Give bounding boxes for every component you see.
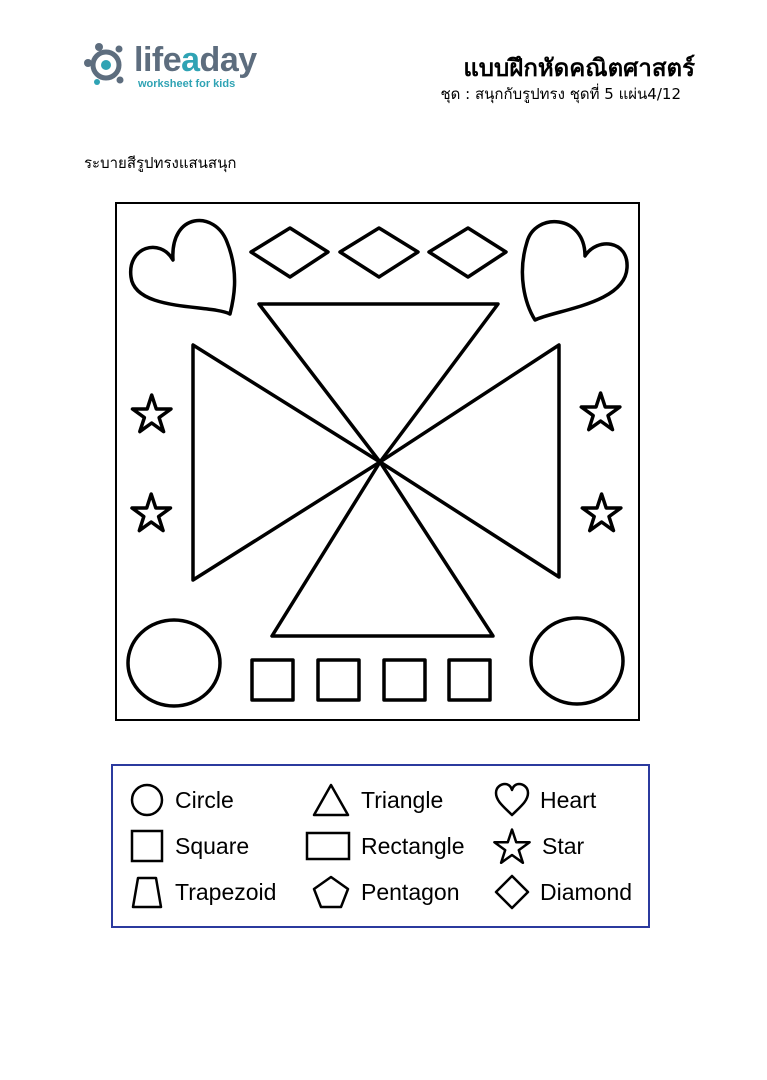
circle-right — [529, 616, 625, 706]
legend-item-trapezoid: Trapezoid — [129, 874, 276, 910]
square-icon — [130, 829, 164, 863]
legend-item-pentagon: Pentagon — [311, 874, 459, 910]
legend-label: Rectangle — [361, 832, 465, 859]
circle-left — [126, 618, 222, 708]
legend-item-heart: Heart — [494, 782, 596, 818]
triangle-right — [378, 343, 561, 579]
legend-label: Circle — [175, 786, 234, 813]
legend-label: Diamond — [540, 878, 633, 905]
instruction-text: ระบายสีรูปทรงแสนสนุก — [84, 154, 237, 172]
page-subtitle: ชุด : สนุกกับรูปทรง ชุดที่ 5 แผ่น4/12 — [440, 85, 681, 103]
triangle-top — [257, 302, 500, 464]
square-1 — [250, 658, 295, 702]
square-4 — [447, 658, 492, 702]
legend-label: Star — [542, 832, 585, 859]
diamond-1 — [249, 226, 330, 279]
triangle-icon — [312, 783, 350, 817]
legend-item-rectangle: Rectangle — [305, 828, 465, 864]
legend-item-circle: Circle — [129, 782, 234, 818]
heart-icon — [494, 782, 530, 817]
triangle-bottom — [270, 460, 495, 638]
star-left-bottom — [130, 492, 173, 533]
star-right-bottom — [580, 492, 623, 533]
legend-item-diamond: Diamond — [494, 874, 632, 910]
page-title: แบบฝึกหัดคณิตศาสตร์ — [463, 54, 695, 82]
diamond-3 — [427, 226, 508, 279]
legend-label: Trapezoid — [175, 878, 277, 905]
legend-label: Heart — [540, 786, 597, 813]
star-right-top — [579, 391, 622, 432]
legend-label: Square — [175, 832, 250, 859]
shape-legend: Circle Triangle Heart Square Rectangle S… — [111, 764, 650, 928]
logo-tagline: worksheet for kids — [138, 78, 236, 90]
diamond-icon — [494, 874, 530, 910]
heart-left — [129, 218, 237, 316]
logo-icon — [84, 43, 124, 85]
triangle-left — [191, 343, 382, 582]
legend-item-square: Square — [129, 828, 249, 864]
logo: lifeaday worksheet for kids — [82, 38, 272, 98]
star-icon — [493, 828, 531, 864]
legend-label: Pentagon — [361, 878, 460, 905]
legend-item-star: Star — [492, 828, 584, 864]
logo-wordmark: lifeaday — [134, 41, 257, 79]
diamond-2 — [338, 226, 420, 279]
circle-icon — [130, 783, 164, 817]
pentagon-icon — [312, 875, 350, 909]
legend-label: Triangle — [361, 786, 444, 813]
square-2 — [316, 658, 361, 702]
rectangle-icon — [305, 831, 351, 861]
heart-right — [520, 219, 629, 322]
square-3 — [382, 658, 427, 702]
coloring-board — [115, 202, 640, 721]
legend-item-triangle: Triangle — [311, 782, 443, 818]
trapezoid-icon — [131, 876, 163, 909]
star-left-top — [130, 393, 173, 434]
